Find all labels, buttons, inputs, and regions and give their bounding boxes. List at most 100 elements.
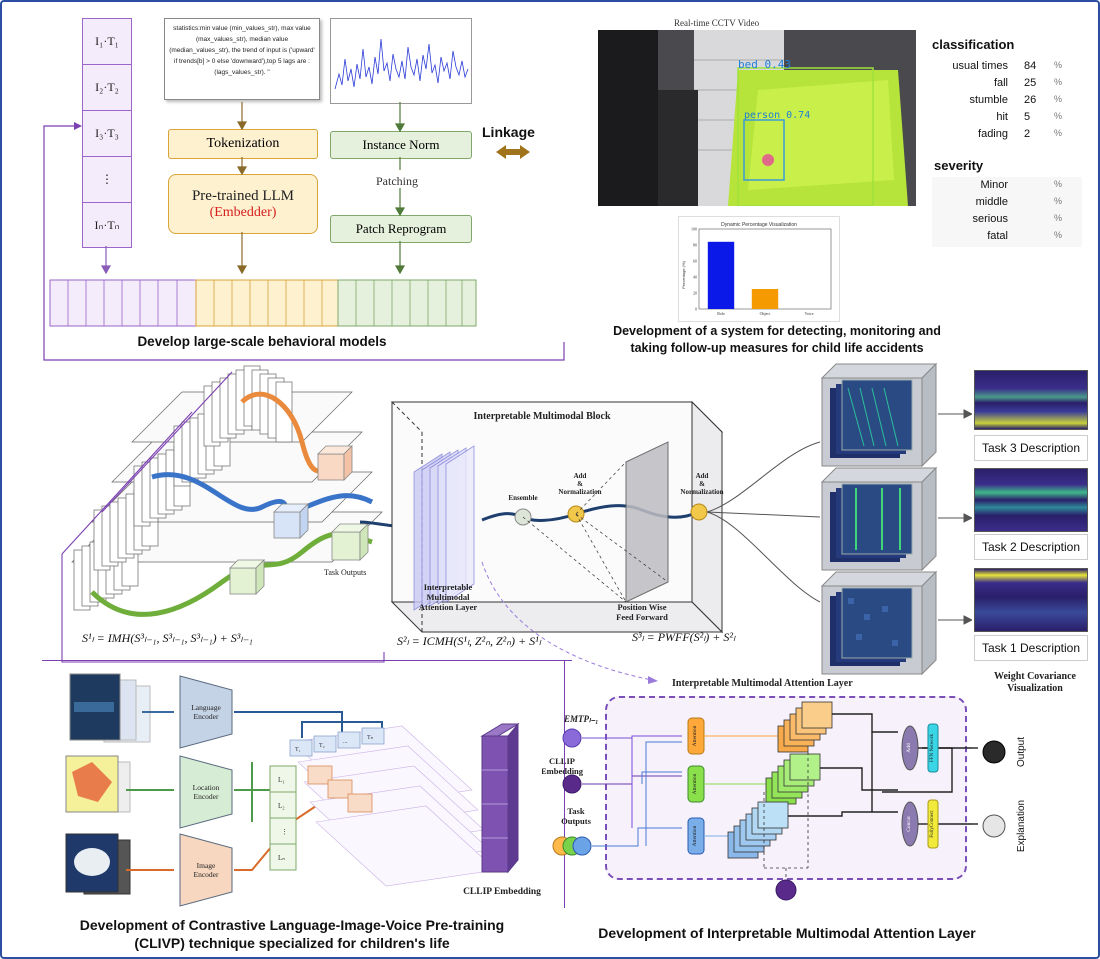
linkage-label: Linkage — [482, 124, 535, 140]
concat-label: Concat — [906, 816, 912, 832]
t-label: T₂ — [319, 743, 325, 749]
mini-chart-bar — [707, 241, 735, 309]
blue-feature-stack — [727, 801, 789, 859]
severity-table: Minor % middle % serious % fatal % — [932, 177, 1082, 247]
satellite-thumbnails — [65, 833, 131, 895]
patch-reprogram-box: Patch Reprogram — [330, 215, 472, 243]
time-series-svg — [334, 38, 469, 90]
mini-chart-title: Dynamic Percentage Visualization — [721, 222, 797, 228]
severity-title: severity — [934, 158, 984, 173]
mini-chart-ytick: 40 — [693, 275, 697, 280]
mini-chart-bar — [751, 289, 779, 309]
location-encoder-shape — [179, 755, 233, 829]
severity-label: serious — [972, 213, 1008, 225]
l-column — [269, 765, 297, 871]
classification-unit: % — [1054, 77, 1063, 87]
explanation-label: Explanation — [1016, 800, 1027, 852]
task2-description: Task 2 Description — [974, 534, 1088, 560]
classification-label: hit — [996, 111, 1008, 123]
accident-caption-line2: taking follow-up measures for child life… — [630, 341, 924, 355]
llm-subtitle: (Embedder) — [209, 204, 277, 220]
mini-chart-bars — [707, 241, 779, 309]
time-series-plot — [330, 18, 472, 104]
token-cell: I₃·T₃ — [83, 111, 131, 157]
ffn-label: FFN Network — [930, 734, 935, 762]
top-left-connectors — [43, 102, 565, 361]
document-thumbnails — [69, 673, 151, 743]
weight-covariance-label: Weight Covariance Visualization — [994, 671, 1076, 694]
fully-connect-block — [927, 799, 939, 849]
person-detection-label: person 0.74 — [744, 110, 811, 121]
task3-stack — [820, 362, 938, 468]
mini-chart-xtick: Voice — [804, 311, 813, 316]
pretrained-llm-box: Pre-trained LLM (Embedder) — [168, 174, 318, 234]
clivp-caption: Development of Contrastive Language-Imag… — [22, 916, 562, 952]
classification-value: 84 — [1024, 60, 1037, 72]
cctv-video-frame[interactable]: bed 0.43 person 0.74 — [598, 30, 916, 206]
bottom-embedding-node — [775, 879, 797, 901]
explanation-node — [982, 814, 1006, 838]
clivp-caption-line1: Development of Contrastive Language-Imag… — [79, 917, 505, 933]
mini-chart-ytick: 80 — [693, 243, 697, 248]
bed-detection-label: bed 0.43 — [738, 58, 791, 71]
l-label: L₂ — [278, 802, 285, 810]
clip-embedding-label: CLLIP Embedding — [463, 887, 541, 897]
classification-label: stumble — [969, 94, 1008, 106]
feedback-line — [43, 125, 565, 361]
task1-stack — [820, 570, 938, 676]
llm-title: Pre-trained LLM — [191, 187, 295, 204]
classification-unit: % — [1054, 111, 1063, 121]
equation-2: S²ₗ = ICMH(S¹ₗ, Z²ₙ, Z²ₙ) + S¹ₗ — [397, 634, 541, 648]
severity-label: fatal — [987, 230, 1008, 242]
mini-chart-xtick: Object — [760, 311, 772, 316]
add-norm-node-2 — [690, 503, 708, 521]
t-label: Tₙ — [367, 735, 374, 741]
attention-label-3: Attention — [692, 825, 698, 846]
mini-chart-xtick: Role — [717, 311, 725, 316]
accident-caption-line1: Development of a system for detecting, m… — [613, 324, 941, 338]
embedding-strip — [49, 279, 477, 327]
classification-title: classification — [932, 37, 1015, 52]
classification-label: fall — [993, 77, 1008, 89]
green-feature-stack — [765, 753, 821, 805]
video-title: Real-time CCTV Video — [674, 18, 760, 28]
severity-label: middle — [975, 196, 1008, 208]
output-node — [982, 740, 1006, 764]
statistics-prompt-box: statistics:min value (min_values_str), m… — [164, 18, 320, 100]
clivp-caption-line2: (CLIVP) technique specialized for childr… — [134, 935, 450, 951]
task2-heatmap — [974, 468, 1088, 532]
attention-layer-planes — [413, 445, 475, 611]
add-norm-label-1: Add&Normalization — [558, 472, 601, 496]
emtp-node — [562, 728, 582, 748]
behavioral-models-caption: Develop large-scale behavioral models — [137, 334, 387, 349]
token-cell: ⋮ — [83, 157, 131, 203]
l-label: ⋮ — [281, 828, 288, 836]
accident-system-caption: Development of a system for detecting, m… — [582, 323, 972, 357]
severity-unit: % — [1054, 179, 1063, 189]
mini-chart-ytick: 100 — [691, 227, 697, 232]
image-encoder-shape — [179, 833, 233, 907]
classification-unit: % — [1054, 60, 1063, 70]
classification-label: usual times — [952, 60, 1008, 72]
section-divider — [42, 660, 572, 661]
task-output-cubes — [229, 445, 369, 595]
ffn-network-block — [927, 723, 939, 773]
orange-feature-stack — [777, 701, 833, 753]
attention-label-2: Attention — [692, 773, 698, 794]
severity-label: Minor — [980, 179, 1008, 191]
clip-embedding-column — [480, 722, 520, 874]
mini-chart-ytick: 20 — [693, 291, 697, 296]
mini-chart-ylabel: Percentage (%) — [681, 260, 686, 288]
task1-description: Task 1 Description — [974, 635, 1088, 661]
mini-chart-ytick: 0 — [695, 307, 697, 312]
severity-unit: % — [1054, 196, 1063, 206]
